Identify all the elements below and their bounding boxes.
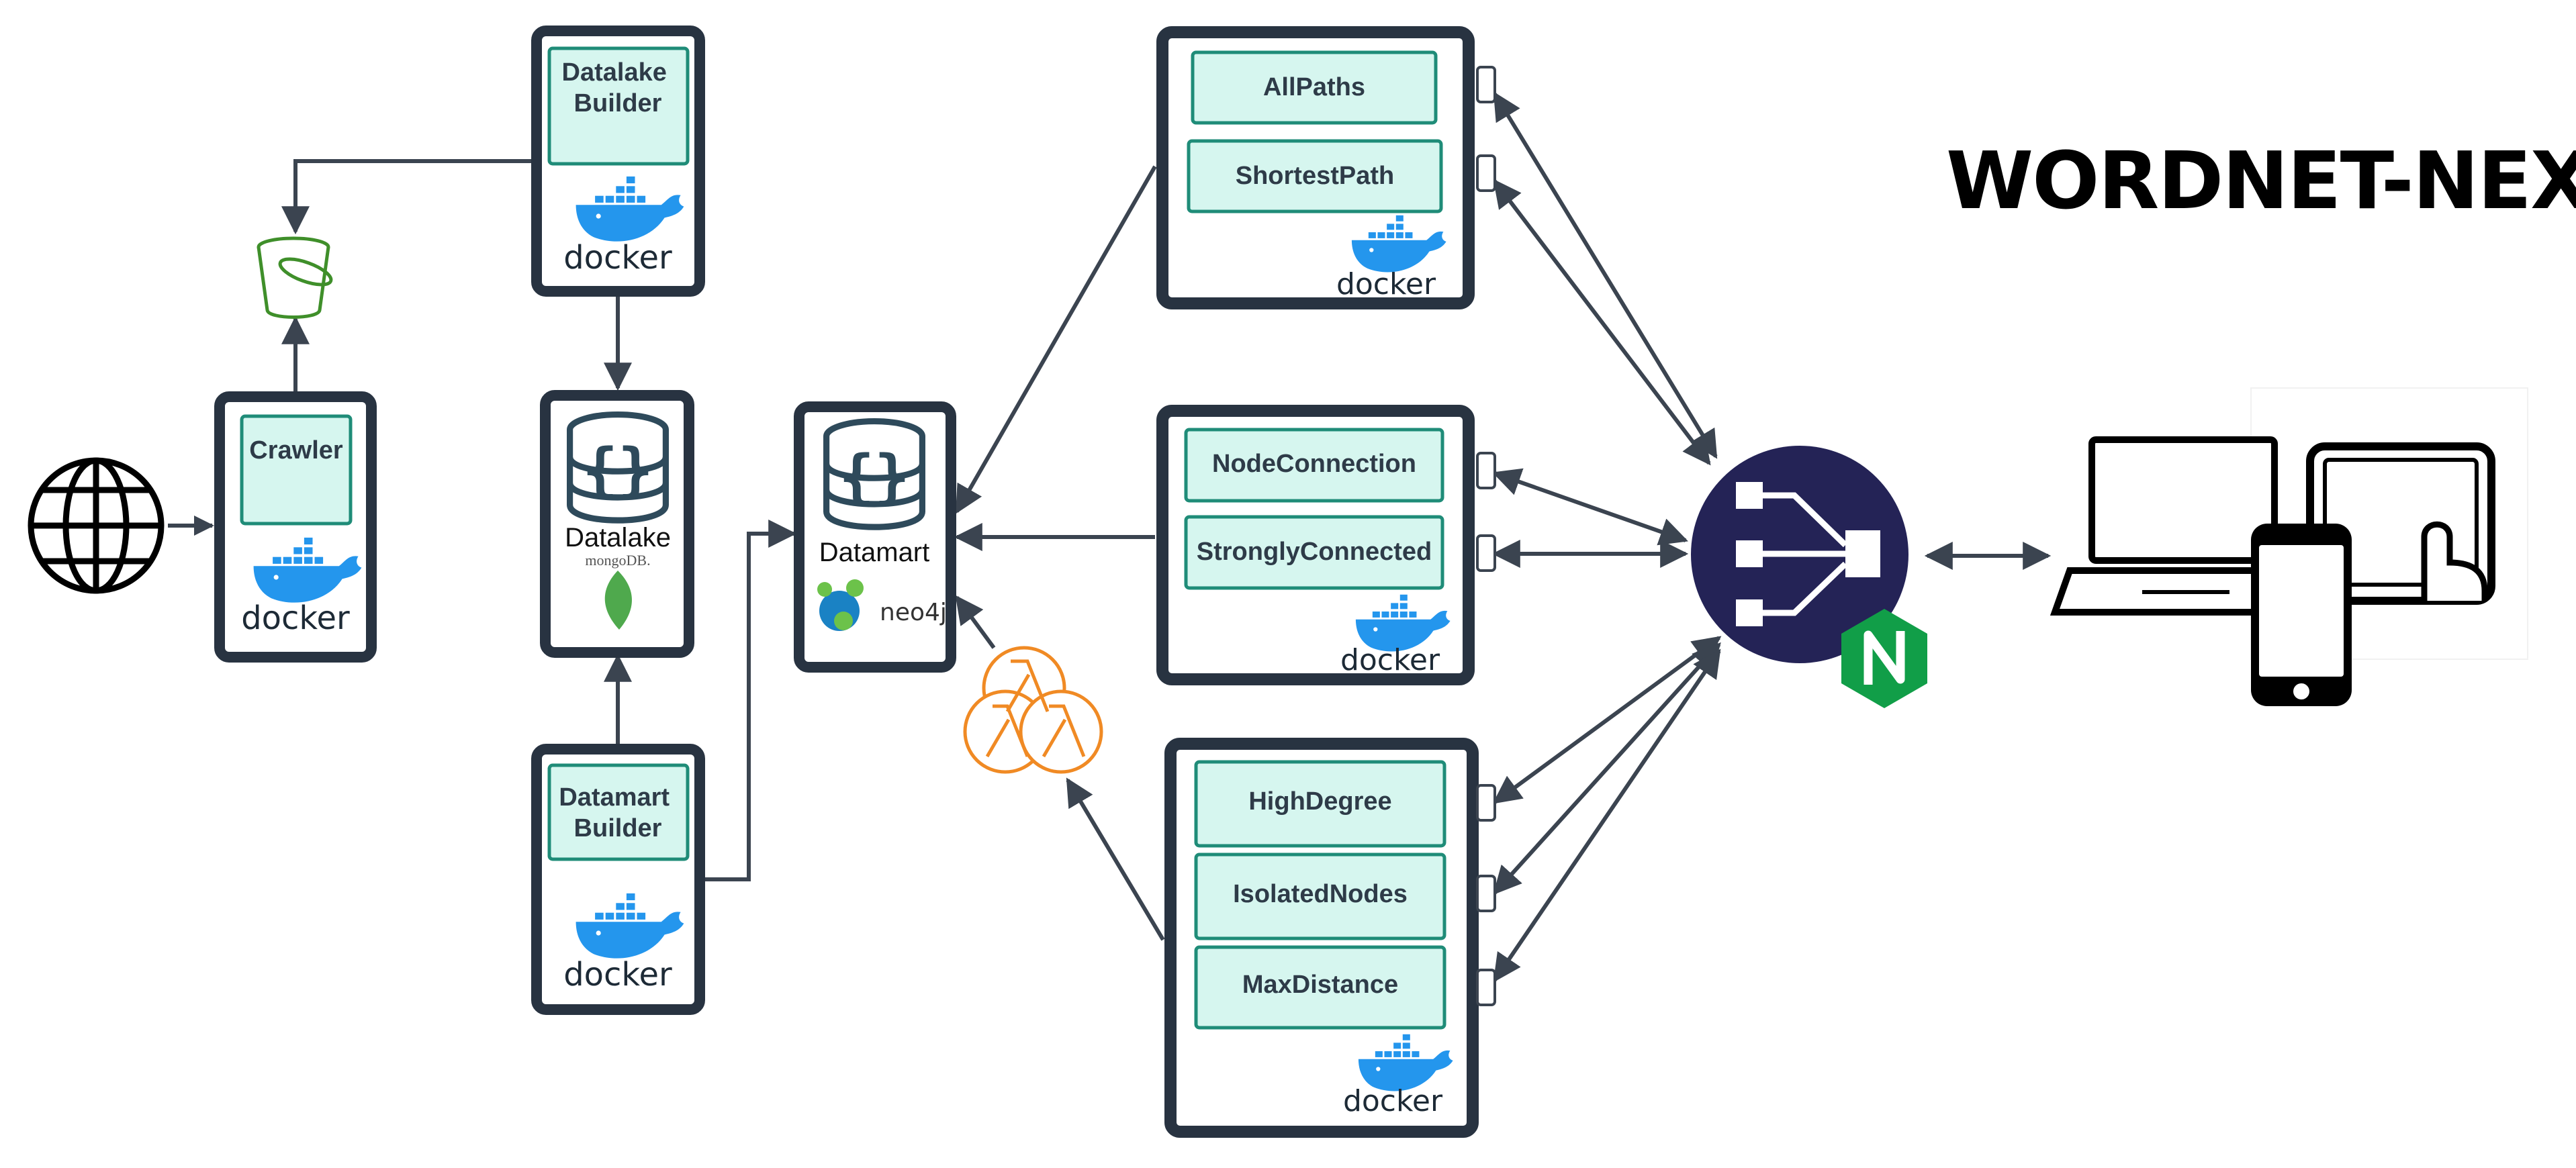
docker-label: docker <box>563 956 672 993</box>
neo4j-icon: neo4j <box>817 579 947 631</box>
module-shortestpath <box>1187 139 1443 213</box>
arrow-gateway-allpaths <box>1493 91 1718 459</box>
load-balancer-icon <box>1691 446 1908 663</box>
module-isolatednodes-label: IsolatedNodes <box>1233 880 1408 908</box>
module-nodeconnection-label: NodeConnection <box>1212 450 1416 478</box>
port-highdegree <box>1476 784 1496 822</box>
docker-icon: docker <box>563 892 685 993</box>
docker-label: docker <box>1343 1084 1443 1118</box>
datalake-container: Datalake mongoDB. <box>540 390 694 658</box>
module-maxdistance-label: MaxDistance <box>1242 971 1398 999</box>
database-icon <box>570 415 666 521</box>
datamart-builder-label: Datamart <box>559 783 670 812</box>
mongodb-leaf-icon <box>604 571 632 630</box>
neo4j-caption: neo4j <box>880 599 947 626</box>
page-title: WORDNET-NEXUS <box>1946 134 2576 227</box>
docker-icon: docker <box>1336 214 1447 301</box>
api-group-paths: AllPaths ShortestPath docker <box>1156 26 1496 309</box>
lambda-icon <box>963 646 1103 774</box>
arrow-gateway-isolatednodes <box>1493 642 1721 895</box>
arrow-gateway-shortestpath <box>1493 179 1711 466</box>
arrow-gateway-maxdistance <box>1493 648 1721 983</box>
laptop-icon <box>2050 436 2315 616</box>
svg-text:Datamart Builder: Datamart Builder <box>559 783 676 842</box>
crawler-label: Crawler <box>249 436 343 465</box>
module-shortestpath-label: ShortestPath <box>1236 162 1394 190</box>
api-group-connectivity: NodeConnection StronglyConnected docker <box>1156 405 1496 685</box>
datalake-builder-label: Datalake <box>562 58 667 87</box>
datamart-builder-label-line-2: Builder <box>574 814 662 842</box>
arrow-builder-to-bucket <box>281 159 537 235</box>
docker-label: docker <box>563 239 672 277</box>
docker-icon: docker <box>241 536 363 637</box>
globe-icon <box>28 457 165 594</box>
module-nodeconnection <box>1184 428 1444 503</box>
docker-label: docker <box>241 599 350 637</box>
port-stronglyconnected <box>1476 534 1496 572</box>
port-allpaths <box>1476 66 1496 103</box>
datalake-builder-container: Datalake Builder docker <box>531 26 705 297</box>
api-group-metrics: HighDegree IsolatedNodes MaxDistance doc… <box>1164 738 1496 1138</box>
connectors <box>168 91 2052 983</box>
arrow-martbuilder-to-datamart <box>705 520 797 881</box>
crawler-container: Crawler docker <box>214 391 377 663</box>
arrow-lambda-to-datamart <box>955 595 996 649</box>
module-allpaths-label: AllPaths <box>1263 73 1365 101</box>
datalake-builder-label-line-2: Builder <box>574 89 662 117</box>
docker-icon: docker <box>1340 593 1451 677</box>
svg-text:Datalake Builder: Datalake Builder <box>562 58 674 117</box>
arrow-gateway-nodeconnection <box>1492 468 1688 546</box>
port-maxdistance <box>1476 969 1496 1006</box>
nginx-icon <box>1841 609 1927 708</box>
port-isolatednodes <box>1476 875 1496 912</box>
port-shortestpath <box>1476 154 1496 192</box>
datamart-container: Datamart neo4j <box>794 401 956 673</box>
arrow-paths-to-datamart <box>955 165 1157 514</box>
arrow-gateway-highdegree <box>1492 636 1722 804</box>
module-maxdistance <box>1194 945 1446 1030</box>
database-icon <box>827 422 923 528</box>
module-allpaths <box>1191 50 1438 125</box>
port-nodeconnection <box>1476 452 1496 489</box>
module-highdegree <box>1194 760 1446 848</box>
docker-label: docker <box>1336 267 1436 301</box>
smartphone-icon <box>2251 524 2352 706</box>
arrow-metrics-to-lambda <box>1066 777 1165 941</box>
mongodb-caption: mongoDB. <box>585 552 650 569</box>
datamart-builder-container: Datamart Builder docker <box>531 744 705 1015</box>
client-devices <box>2050 387 2528 706</box>
module-isolatednodes <box>1194 853 1446 940</box>
module-highdegree-label: HighDegree <box>1248 787 1391 816</box>
module-stronglyconnected-label: StronglyConnected <box>1197 538 1432 566</box>
module-stronglyconnected <box>1184 515 1444 590</box>
docker-icon: docker <box>563 175 685 277</box>
docker-label: docker <box>1340 643 1440 677</box>
bucket-icon <box>257 236 333 319</box>
datalake-label: Datalake <box>565 523 671 552</box>
datamart-label: Datamart <box>819 538 930 567</box>
docker-icon: docker <box>1343 1033 1454 1118</box>
